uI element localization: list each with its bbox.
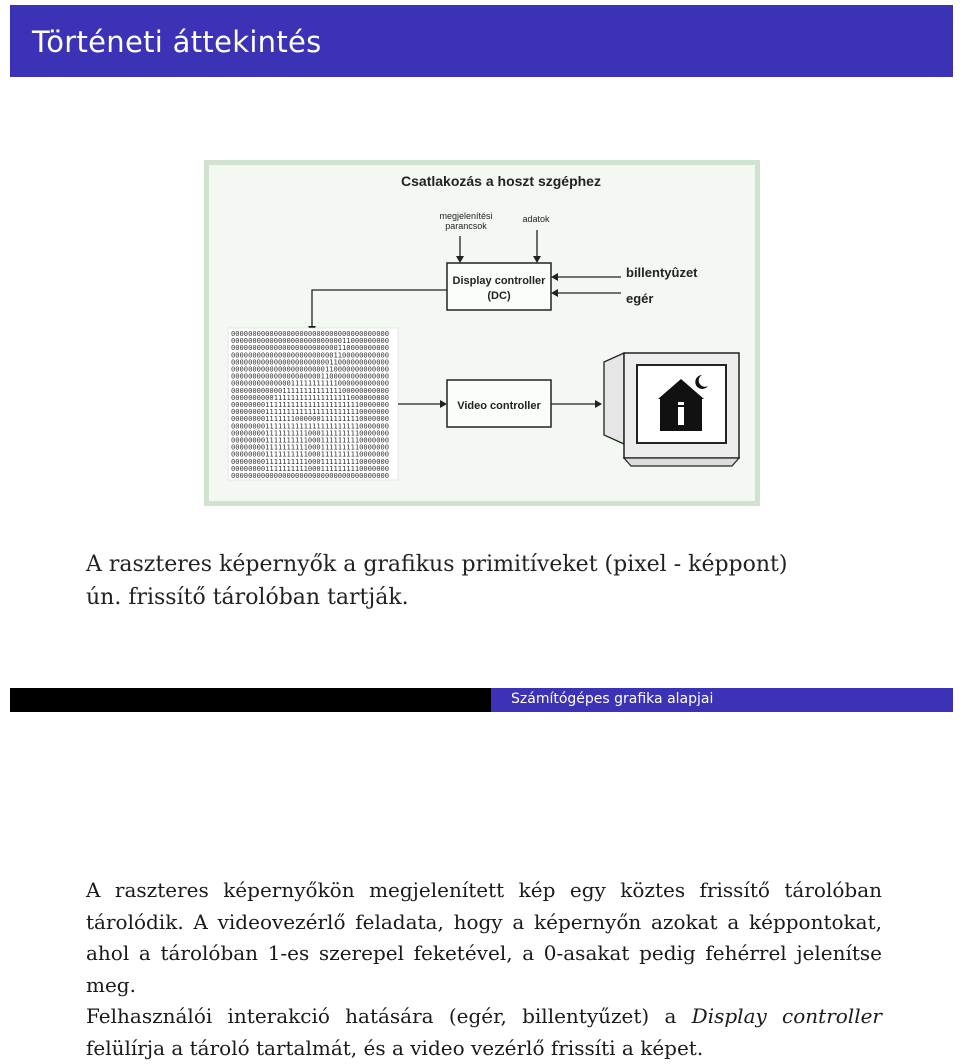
raster-display-diagram: Csatlakozás a hoszt szgéphez megjeleníté…: [204, 160, 760, 506]
dc-label-line2: (DC): [487, 290, 511, 302]
footer-bar: Számítógépes grafika alapjai: [10, 688, 953, 712]
video-controller-label: Video controller: [457, 400, 541, 412]
label-mouse: egér: [626, 291, 653, 306]
paragraph-1: A raszteres képernyőkön megjelenített ké…: [86, 875, 882, 1001]
title-bar: Történeti áttekintés: [10, 5, 953, 77]
monitor-icon: [604, 353, 739, 466]
paragraph-2-italic: Display controller: [692, 1004, 882, 1028]
label-data: adatok: [522, 214, 550, 224]
label-keyboard: billentyûzet: [626, 265, 698, 280]
label-commands-line1: megjelenítési: [439, 211, 492, 221]
footer-title: Számítógépes grafika alapjai: [511, 691, 713, 707]
paragraph-2: Felhasználói interakció hatására (egér, …: [86, 1001, 882, 1064]
diagram-heading: Csatlakozás a hoszt szgéphez: [401, 173, 601, 189]
caption-line-2: ún. frissítő tárolóban tartják.: [86, 581, 886, 614]
frame-buffer-row: 0000000000000000000000000000000000000: [231, 471, 389, 480]
dc-label-line1: Display controller: [453, 275, 547, 287]
label-commands-line2: parancsok: [445, 221, 487, 231]
body-text: A raszteres képernyőkön megjelenített ké…: [86, 875, 882, 1064]
paragraph-2-start: Felhasználói interakció hatására (egér, …: [86, 1004, 692, 1028]
page-title: Történeti áttekintés: [32, 25, 322, 59]
footer-accent: Számítógépes grafika alapjai: [491, 688, 953, 712]
figure-caption: A raszteres képernyők a grafikus primití…: [86, 548, 886, 614]
diagram-figure: Csatlakozás a hoszt szgéphez megjeleníté…: [204, 160, 760, 506]
caption-line-1: A raszteres képernyők a grafikus primití…: [86, 548, 886, 581]
paragraph-2-end: felülírja a tároló tartalmát, és a video…: [86, 1036, 703, 1060]
